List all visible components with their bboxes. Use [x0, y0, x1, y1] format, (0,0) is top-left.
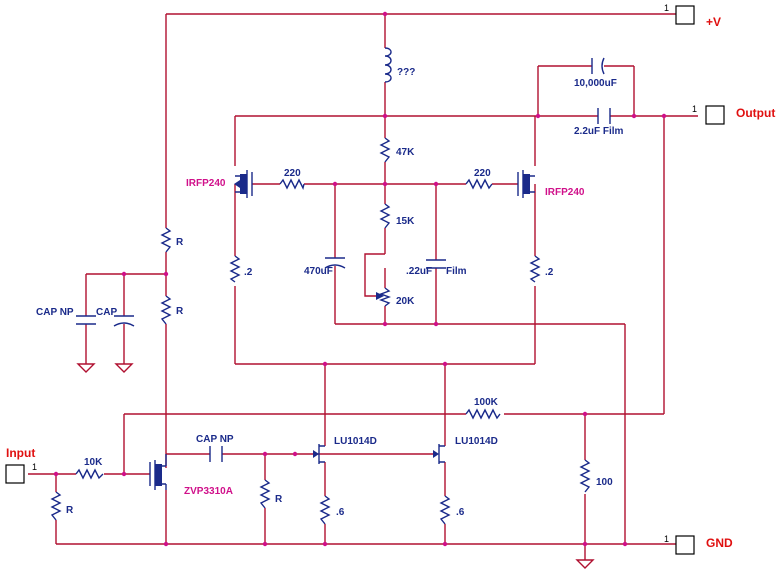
jfet-lu1014d-left: LU1014D — [313, 436, 377, 464]
resistor-10k: 10K — [75, 457, 104, 480]
svg-text:ZVP3310A: ZVP3310A — [184, 486, 233, 497]
jfet-lu1014d-right: LU1014D — [433, 436, 498, 464]
resistor-47k: 47K — [379, 137, 415, 163]
resistor-100k: 100K — [465, 397, 501, 420]
capacitor-np-bias: CAP NP — [36, 307, 96, 325]
svg-text:+V: +V — [706, 15, 721, 29]
svg-text:1: 1 — [664, 3, 669, 13]
resistor-100: 100 — [579, 459, 613, 493]
svg-text:Input: Input — [6, 446, 35, 460]
ground-icon — [575, 559, 595, 569]
potentiometer-20k: 20K — [376, 287, 415, 307]
svg-text:CAP NP: CAP NP — [36, 307, 74, 318]
svg-text:GND: GND — [706, 536, 733, 550]
resistor-input: R — [50, 491, 74, 521]
svg-text:LU1014D: LU1014D — [455, 436, 498, 447]
svg-text:.2: .2 — [545, 267, 554, 278]
svg-text:1: 1 — [664, 534, 669, 544]
svg-text:220: 220 — [474, 168, 491, 179]
svg-text:???: ??? — [397, 67, 415, 78]
port-vplus[interactable]: 1 +V — [664, 3, 721, 29]
svg-text:15K: 15K — [396, 216, 415, 227]
wires — [28, 13, 698, 560]
capacitor-0-22uf: .22uF Film — [406, 259, 467, 277]
resistor-bias-bottom: R — [160, 295, 184, 325]
svg-text:CAP NP: CAP NP — [196, 434, 234, 445]
svg-text:20K: 20K — [396, 296, 415, 307]
svg-text:.6: .6 — [336, 507, 345, 518]
svg-text:100: 100 — [596, 477, 613, 488]
svg-text:CAP: CAP — [96, 307, 117, 318]
svg-text:47K: 47K — [396, 147, 415, 158]
svg-text:1: 1 — [692, 104, 697, 114]
svg-text:R: R — [275, 494, 283, 505]
capacitor-470uf: 470uF — [304, 257, 346, 277]
svg-text:100K: 100K — [474, 397, 499, 408]
capacitor-2-2uf: 2.2uF Film — [574, 108, 624, 137]
svg-text:10,000uF: 10,000uF — [574, 78, 617, 89]
svg-text:2.2uF Film: 2.2uF Film — [574, 126, 624, 137]
mosfet-zvp3310a: ZVP3310A — [149, 454, 233, 497]
svg-text:R: R — [176, 306, 184, 317]
junctions — [53, 11, 667, 547]
capacitor-10000uf: 10,000uF — [574, 57, 617, 89]
resistor-220-right: 220 — [465, 168, 493, 190]
svg-text:IRFP240: IRFP240 — [545, 187, 585, 198]
ground-icon — [114, 363, 134, 373]
mosfet-irfp240-right: IRFP240 — [517, 170, 585, 198]
svg-text:.2: .2 — [244, 267, 253, 278]
svg-text:LU1014D: LU1014D — [334, 436, 377, 447]
svg-text:R: R — [176, 237, 184, 248]
resistor-bias-top: R — [160, 227, 184, 253]
svg-text:Output: Output — [736, 106, 775, 120]
port-input[interactable]: 1 Input — [5, 446, 37, 484]
ground-icon — [76, 363, 96, 373]
mosfet-irfp240-left: IRFP240 — [186, 170, 253, 198]
resistor-0-6-right: .6 — [439, 495, 465, 525]
port-output[interactable]: 1 Output — [692, 104, 775, 125]
svg-text:.6: .6 — [456, 507, 465, 518]
resistor-0-2-right: .2 — [529, 255, 554, 283]
port-gnd[interactable]: 1 GND — [664, 534, 733, 555]
svg-text:Film: Film — [446, 266, 467, 277]
resistor-15k: 15K — [379, 203, 415, 229]
resistor-gate: R — [259, 479, 283, 509]
svg-text:.22uF: .22uF — [406, 266, 432, 277]
svg-text:470uF: 470uF — [304, 266, 333, 277]
svg-text:IRFP240: IRFP240 — [186, 178, 226, 189]
capacitor-np-coupling: CAP NP — [196, 434, 234, 462]
resistor-220-left: 220 — [279, 168, 305, 191]
svg-text:1: 1 — [32, 462, 37, 472]
svg-text:R: R — [66, 505, 74, 516]
inductor: ??? — [384, 47, 415, 83]
svg-text:10K: 10K — [84, 457, 103, 468]
svg-text:220: 220 — [284, 168, 301, 179]
resistor-0-6-left: .6 — [319, 495, 345, 525]
resistor-0-2-left: .2 — [229, 255, 253, 283]
capacitor-bias: CAP — [96, 307, 135, 327]
